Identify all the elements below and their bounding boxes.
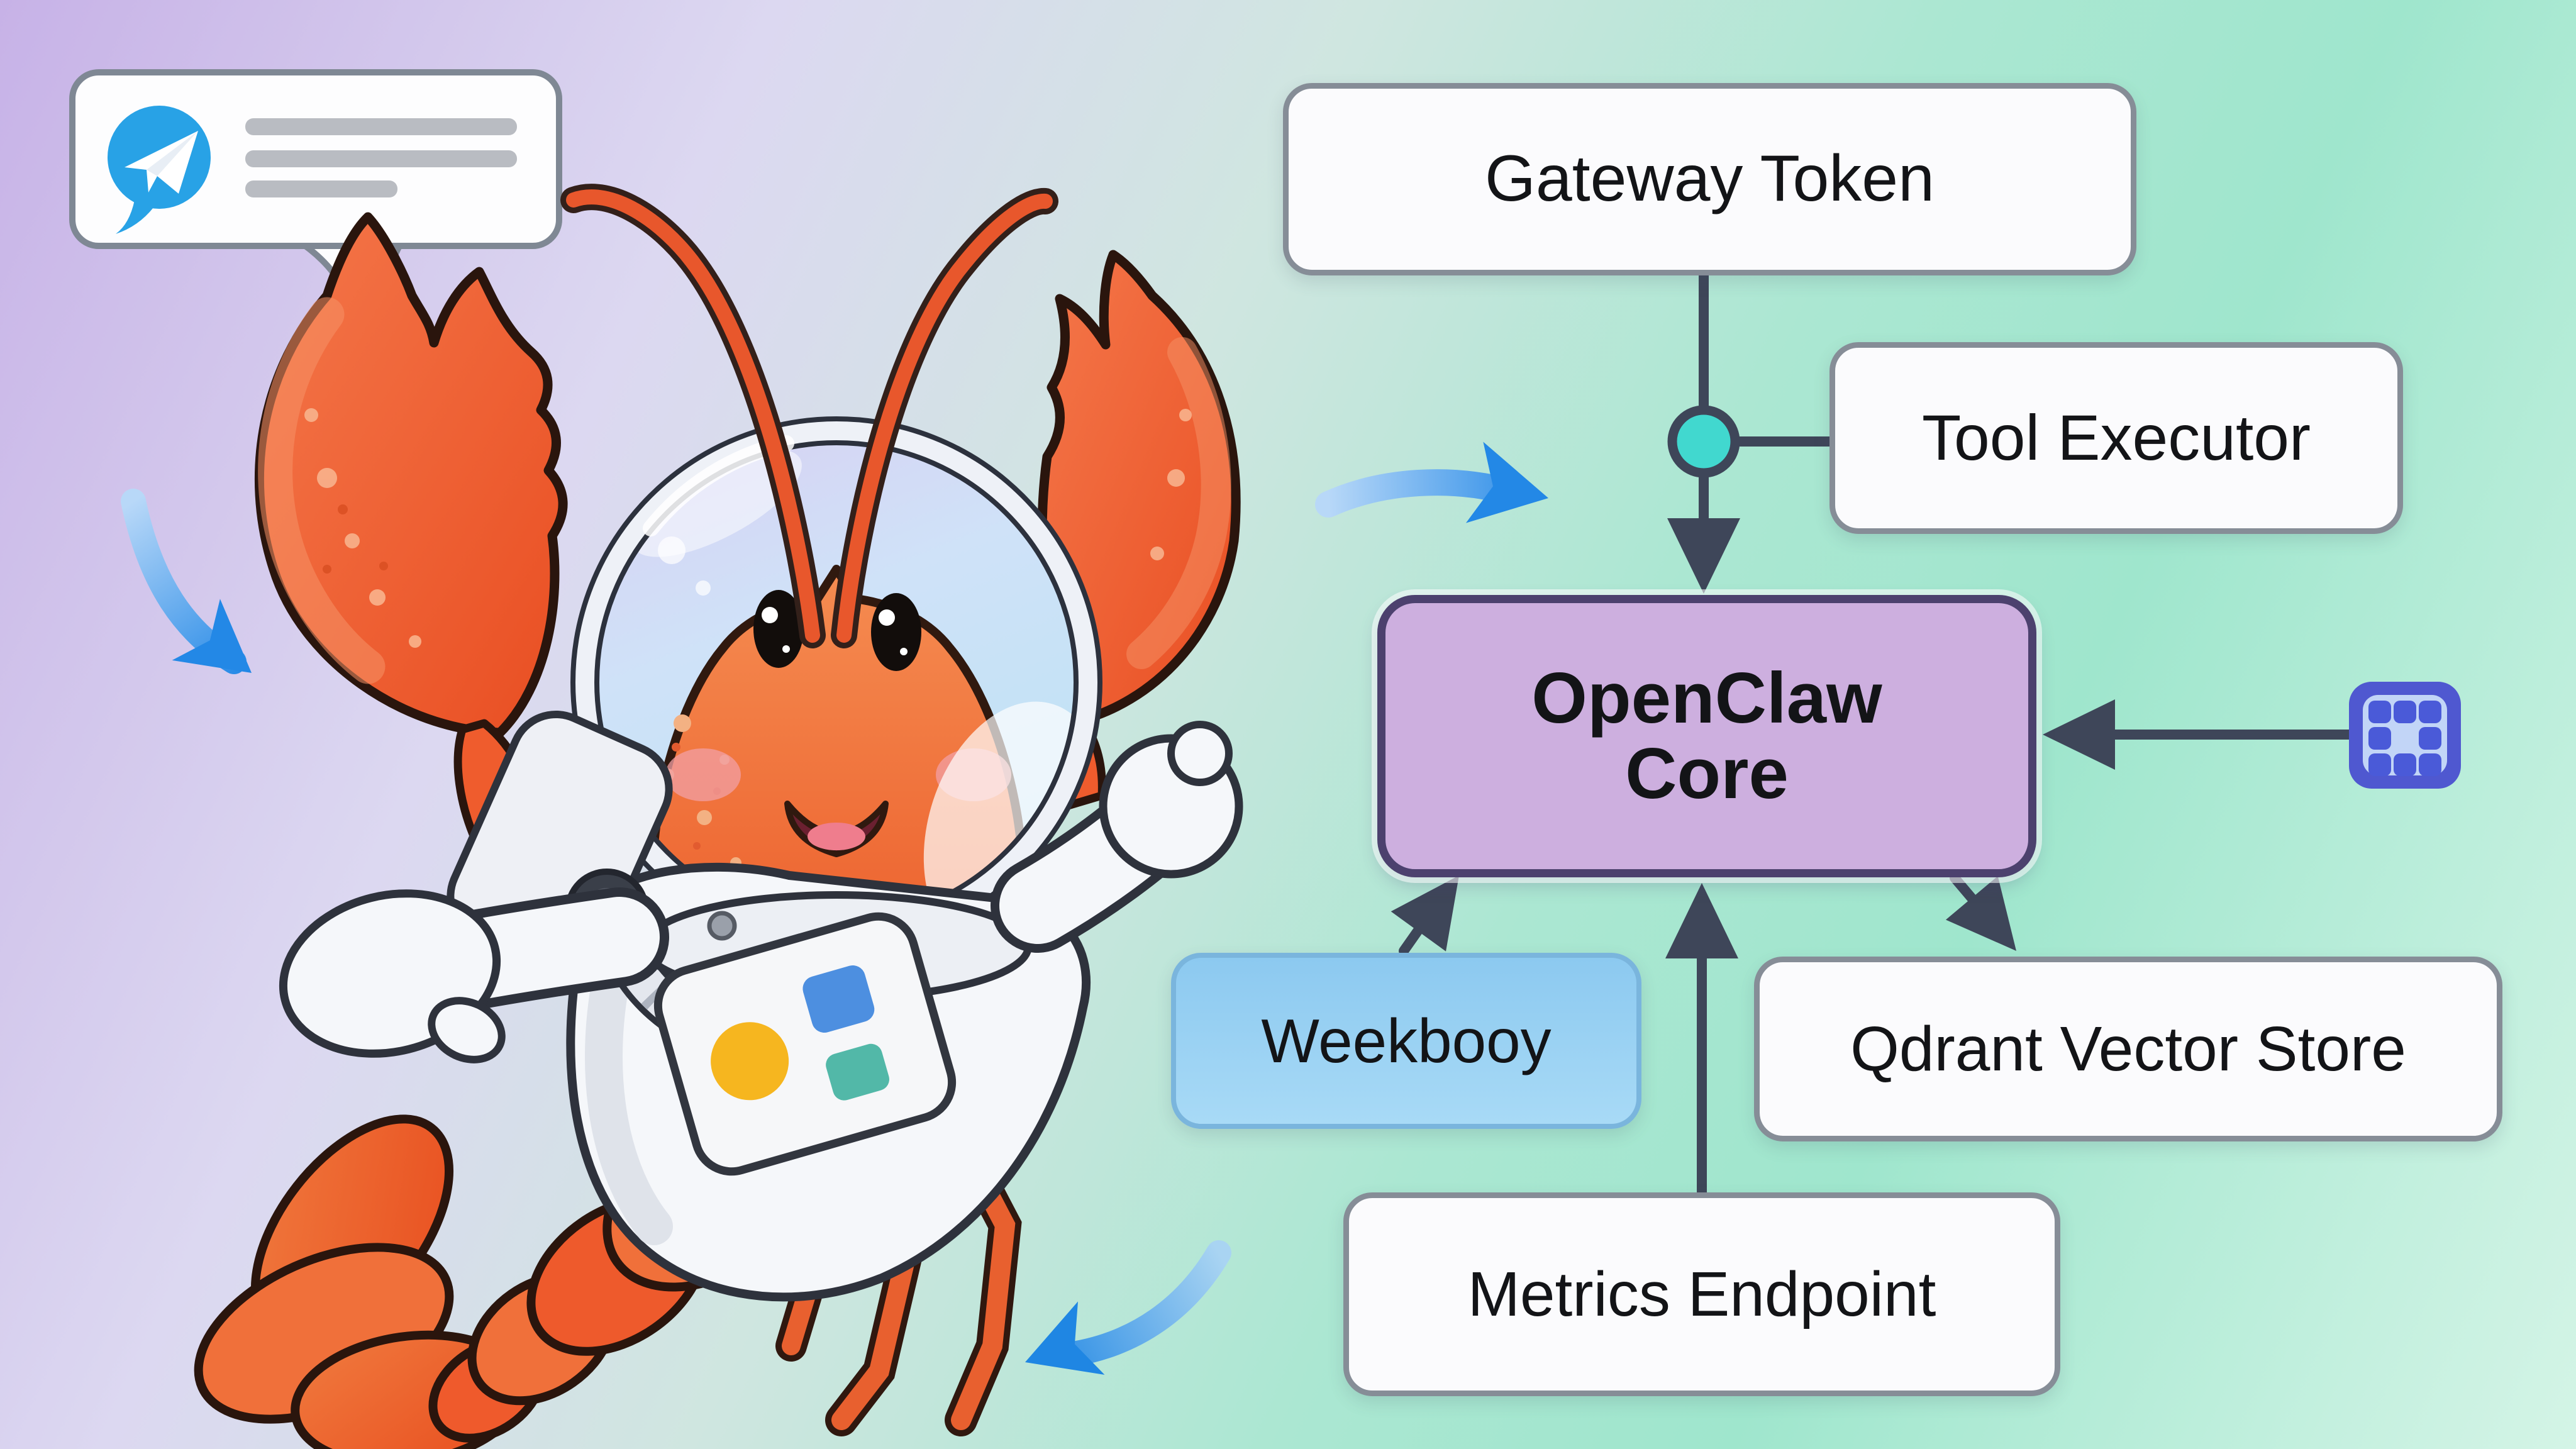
lobster-eyes	[753, 590, 921, 671]
telegram-paper-plane-icon	[108, 106, 211, 234]
node-metrics-endpoint: Metrics Endpoint	[1343, 1192, 2060, 1396]
lobster-mouth	[784, 801, 889, 857]
lobster-astronaut-illustration	[194, 184, 1243, 1449]
blue-grid-dice-icon	[2349, 682, 2461, 789]
node-qdrant-vector-store: Qdrant Vector Store	[1754, 957, 2502, 1141]
diagram-arrowheads	[1391, 518, 2115, 958]
node-gateway-token: Gateway Token	[1283, 83, 2136, 275]
lobster-cheek-left	[665, 748, 741, 801]
chest-panel	[653, 912, 957, 1176]
curved-blue-arrow-left	[121, 489, 252, 674]
core-label-line2: Core	[1625, 733, 1789, 814]
core-label-line1: OpenClaw	[1531, 658, 1882, 738]
panel-yellow-button	[711, 1022, 789, 1101]
speech-bubble	[69, 69, 562, 327]
node-tool-executor: Tool Executor	[1829, 342, 2403, 534]
bubble-text-placeholder-bars	[245, 118, 517, 197]
node-openclaw-core: OpenClaw Core	[1377, 595, 2036, 877]
panel-blue-button	[802, 965, 875, 1033]
panel-teal-button	[826, 1043, 889, 1101]
teal-junction-dot	[1667, 405, 1740, 478]
curved-blue-arrow-middle	[1315, 441, 1548, 523]
curved-blue-arrow-bottom	[1025, 1240, 1231, 1375]
node-webhook: Weekbooy	[1171, 953, 1641, 1129]
lobster-antennae	[560, 184, 1058, 648]
collar-screw	[707, 911, 737, 941]
left-mitten	[279, 889, 506, 1063]
right-mitten	[1099, 721, 1243, 879]
astronaut-suit	[279, 710, 1243, 1302]
